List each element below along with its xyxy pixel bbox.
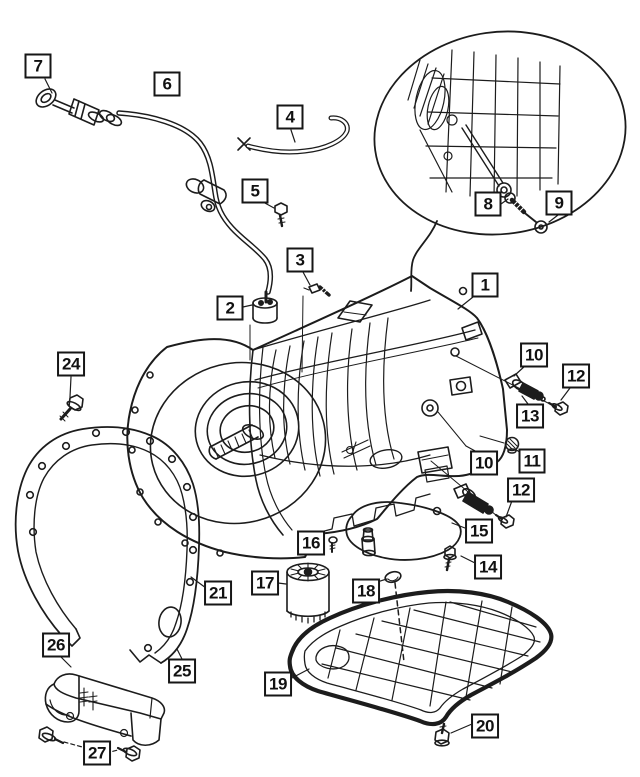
oil-pan-19 [287,588,554,727]
callout-7[interactable]: 7 [24,53,52,79]
fitting-part3 [301,283,331,373]
callout-15[interactable]: 15 [465,518,493,544]
callout-26[interactable]: 26 [42,632,70,658]
bolt-24 [59,394,84,422]
callout-10-a[interactable]: 10 [520,342,548,368]
plug-part11 [437,411,520,454]
bracket-26 [44,673,166,747]
callout-21[interactable]: 21 [204,580,232,606]
bolt-14 [443,545,457,572]
callout-24[interactable]: 24 [57,351,85,377]
callout-2[interactable]: 2 [216,295,244,321]
callout-25[interactable]: 25 [168,658,196,684]
indicator-part18 [384,570,405,663]
callout-27[interactable]: 27 [83,740,111,766]
bolt-5 [274,202,288,228]
leader-lines [44,78,571,734]
callout-4[interactable]: 4 [276,104,304,130]
grommet-part2 [249,297,278,361]
callout-3[interactable]: 3 [286,247,314,273]
bolt-20 [434,722,450,747]
input-speed-sensor-group [430,460,515,529]
callout-18[interactable]: 18 [352,578,380,604]
callout-1[interactable]: 1 [471,272,499,298]
callout-19[interactable]: 19 [264,671,292,697]
gasket-21 [14,426,201,664]
callout-17[interactable]: 17 [251,570,279,596]
inset-detail-view [373,30,627,292]
callout-5[interactable]: 5 [241,178,269,204]
callout-20[interactable]: 20 [471,713,499,739]
callout-11[interactable]: 11 [518,448,546,474]
output-speed-sensor-group [455,355,569,416]
callout-13[interactable]: 13 [516,403,544,429]
transmission-case [126,275,508,560]
cover-plate [328,501,462,561]
callout-8[interactable]: 8 [474,191,502,217]
callout-6[interactable]: 6 [153,71,181,97]
callout-16[interactable]: 16 [297,530,325,556]
callout-12-b[interactable]: 12 [507,477,535,503]
dipstick-tube-assembly [35,88,273,304]
callout-9[interactable]: 9 [545,190,573,216]
callout-10-b[interactable]: 10 [470,450,498,476]
vent-tube-part4 [237,115,350,155]
callout-12-a[interactable]: 12 [562,363,590,389]
callout-14[interactable]: 14 [474,554,502,580]
oil-filter-17 [286,562,330,624]
